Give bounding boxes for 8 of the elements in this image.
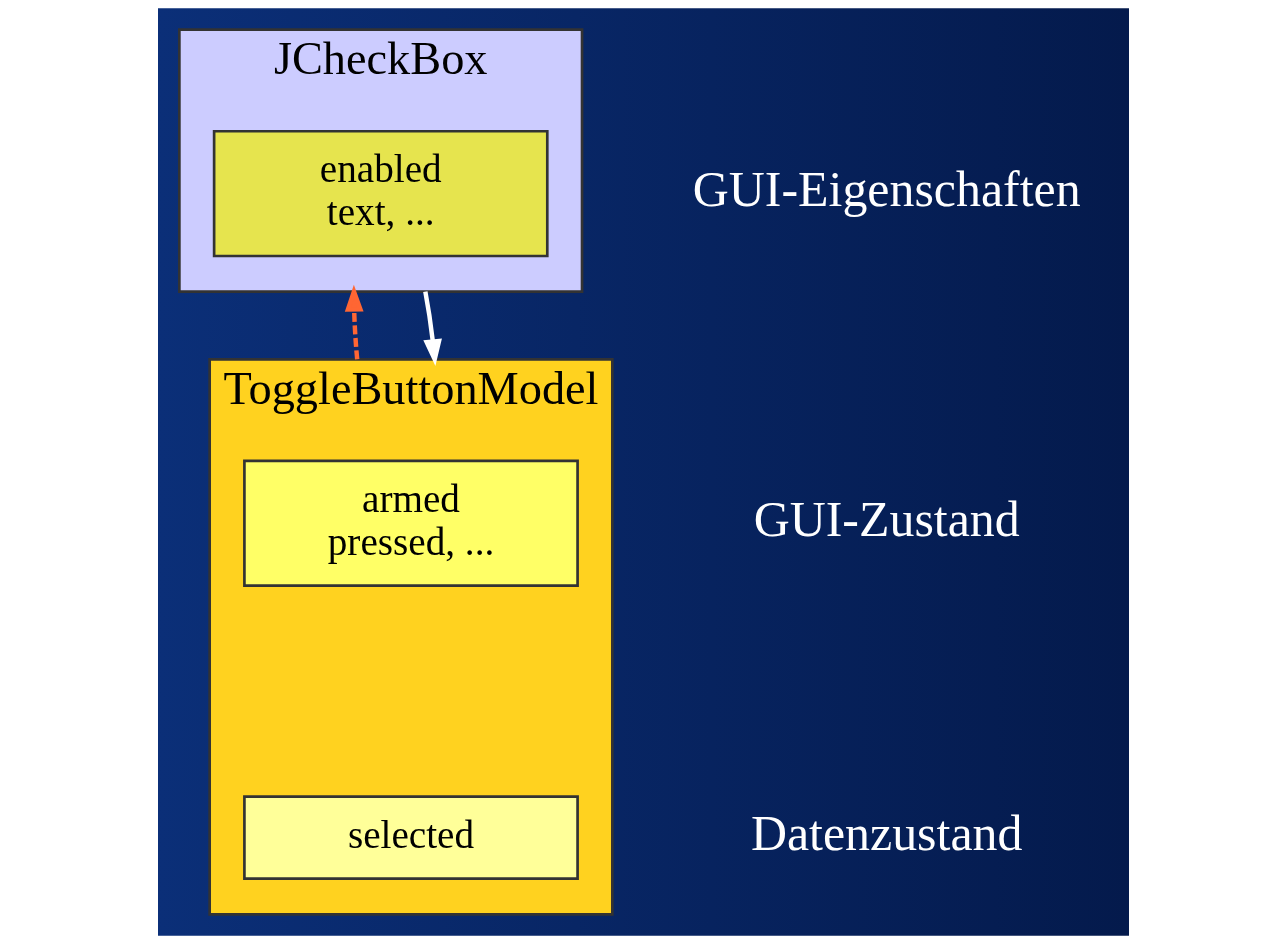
node-box: enabled text, ... [212, 129, 549, 258]
arrow [344, 284, 364, 360]
label: GUI-Eigenschaften [692, 161, 1081, 217]
node-box: armed pressed, ... [243, 459, 579, 587]
arrow [423, 291, 442, 366]
label: Datenzustand [750, 805, 1023, 861]
label: GUI-Zustand [753, 491, 1020, 547]
node-box: selected [243, 795, 579, 880]
